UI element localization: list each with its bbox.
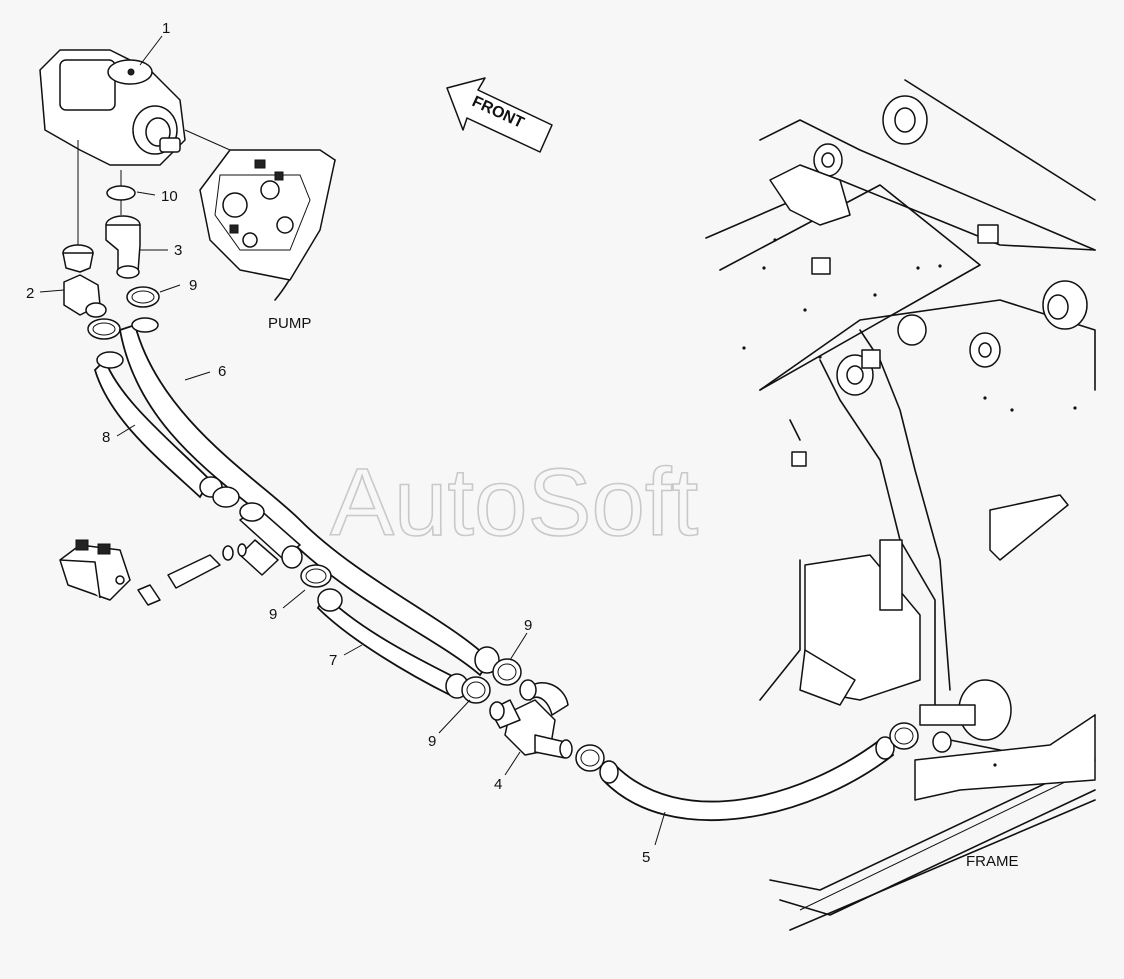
tee-fitting	[212, 486, 303, 576]
clamp-near-frame	[889, 722, 919, 750]
callout-9: 9	[428, 733, 436, 750]
watermark: AutoSoft	[330, 449, 698, 556]
pump-label: PUMP	[268, 315, 311, 332]
callout-4: 4	[494, 776, 502, 793]
part-4-tee	[489, 679, 573, 759]
callout-8: 8	[102, 429, 110, 446]
callout-7: 7	[329, 652, 337, 669]
part-3-fitting	[105, 215, 141, 279]
pump-assembly	[199, 149, 336, 301]
part-1-pump	[39, 49, 231, 166]
hose-8	[93, 358, 212, 499]
callout-1: 1	[162, 20, 170, 37]
front-arrow: FRONT	[446, 77, 553, 153]
callout-9: 9	[189, 277, 197, 294]
clamp-9-right-top	[492, 658, 522, 686]
callout-3: 3	[174, 242, 182, 259]
callout-2: 2	[26, 285, 34, 302]
callout-9: 9	[269, 606, 277, 623]
part-10-o-ring	[106, 185, 136, 201]
part-2-elbow	[62, 244, 107, 318]
clamp-9-middle	[300, 564, 332, 588]
callout-9: 9	[524, 617, 532, 634]
hose-6	[118, 323, 492, 677]
clamp-9-right-bottom	[461, 676, 491, 704]
hose-5	[601, 738, 895, 821]
callout-6: 6	[218, 363, 226, 380]
callout-5: 5	[642, 849, 650, 866]
frame-label: FRAME	[966, 853, 1019, 870]
callout-10: 10	[161, 188, 178, 205]
solenoid-valve	[59, 539, 247, 606]
clamp-near-5	[575, 744, 605, 772]
leader-lines	[39, 35, 666, 846]
frame-structure	[705, 79, 1096, 931]
clamp-9-top	[126, 286, 160, 308]
clamp-near-2	[87, 318, 121, 340]
